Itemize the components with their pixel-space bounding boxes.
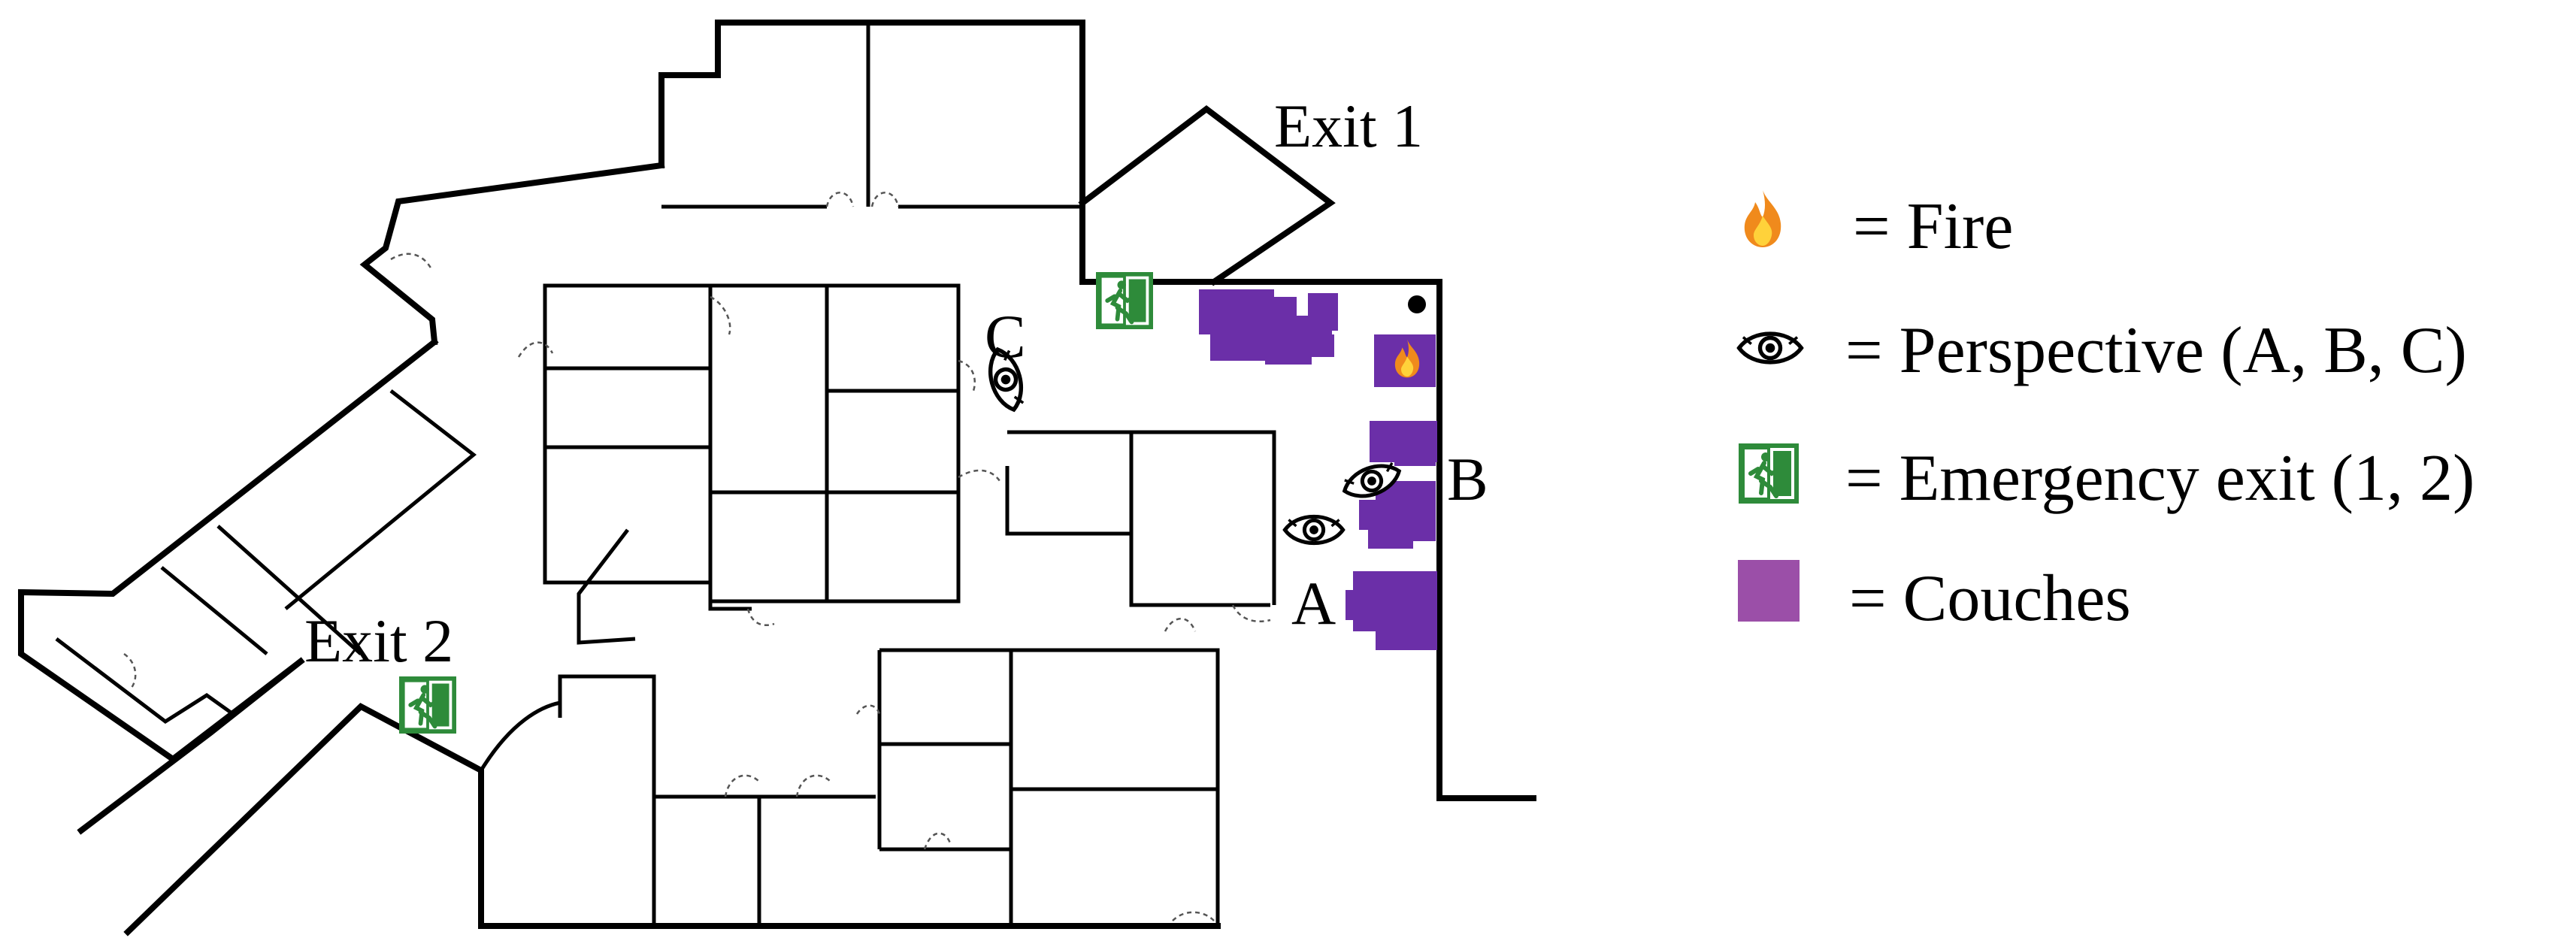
legend-couch-swatch — [1738, 560, 1800, 622]
legend-perspective-text: = Perspective (A, B, C) — [1845, 314, 2467, 387]
couch — [1359, 500, 1389, 530]
marker-dot — [1408, 295, 1426, 313]
inner-walls — [55, 23, 1276, 926]
doors — [123, 192, 1271, 921]
perspective-c-label: C — [985, 302, 1026, 371]
exit1-label: Exit 1 — [1274, 92, 1423, 160]
legend-couches-text: = Couches — [1849, 562, 2131, 635]
couch — [1376, 624, 1437, 650]
emergency-exit-icon — [399, 676, 456, 734]
legend-emergency-exit-text: = Emergency exit (1, 2) — [1845, 442, 2475, 515]
legend-fire-icon — [1744, 190, 1781, 247]
couch — [1308, 293, 1338, 331]
couch — [1308, 331, 1332, 357]
legend: = Fire = Perspective (A, B, C) = Emergen… — [1738, 190, 2475, 635]
perspective-a-label: A — [1291, 569, 1336, 637]
couch — [1394, 443, 1436, 466]
couches — [1199, 289, 1437, 650]
legend-emergency-exit-icon — [1739, 443, 1799, 504]
couch — [1346, 590, 1376, 620]
outer-walls — [18, 20, 1536, 936]
legend-fire-text: = Fire — [1853, 190, 2013, 263]
perspective-b-label: B — [1447, 445, 1488, 513]
perspective-a-eye-icon — [1285, 516, 1342, 543]
exit1-annex — [1078, 104, 1336, 286]
couch — [1368, 526, 1413, 549]
exit2-label: Exit 2 — [304, 607, 453, 675]
couch — [1199, 289, 1274, 334]
couch — [1265, 331, 1288, 365]
emergency-exit-icon — [1096, 272, 1153, 329]
legend-eye-icon — [1739, 334, 1802, 362]
